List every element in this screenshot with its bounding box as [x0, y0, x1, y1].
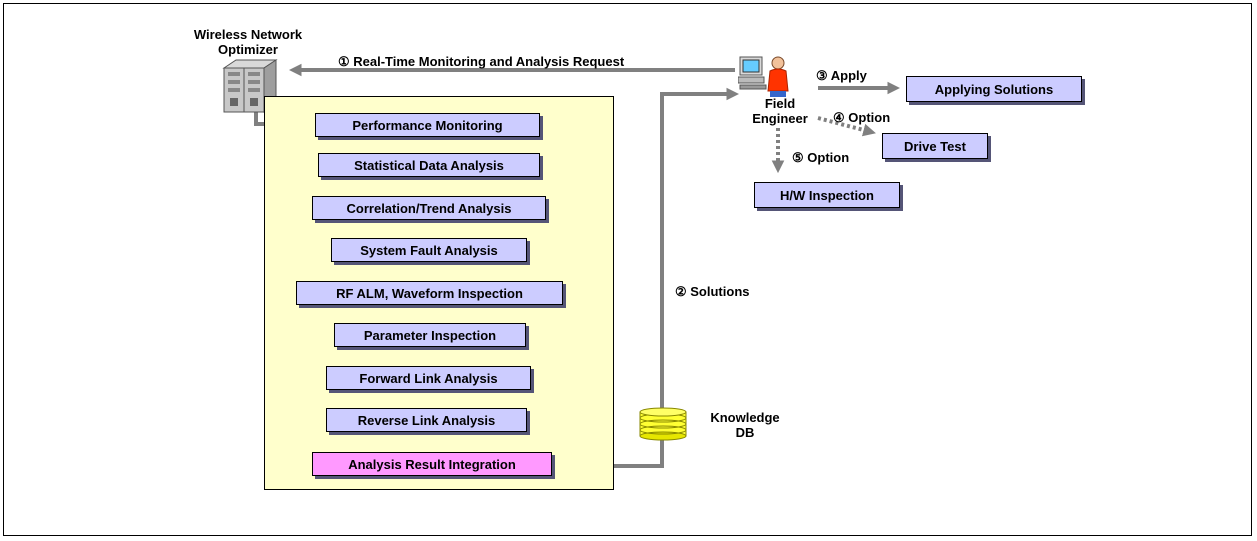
- option5-label: ⑤ Option: [792, 150, 850, 165]
- step-performance-monitoring[interactable]: Performance Monitoring: [315, 113, 540, 137]
- solutions-label: ② Solutions: [675, 284, 750, 299]
- step-analysis-result-integration[interactable]: Analysis Result Integration: [312, 452, 552, 476]
- engineer-label-line1: Field: [764, 96, 796, 111]
- knowledge-db-label-line2: DB: [735, 425, 755, 440]
- optimizer-label: Wireless Network Optimizer: [178, 27, 318, 57]
- step-reverse-link-analysis[interactable]: Reverse Link Analysis: [326, 408, 527, 432]
- apply-label: ③ Apply: [816, 68, 867, 83]
- diagram-frame: [3, 3, 1252, 536]
- applying-solutions-box[interactable]: Applying Solutions: [906, 76, 1082, 102]
- database-icon: [639, 407, 687, 441]
- optimizer-label-line1: Wireless Network: [193, 27, 303, 42]
- step-correlation-trend-analysis[interactable]: Correlation/Trend Analysis: [312, 196, 546, 220]
- request-label: ① Real-Time Monitoring and Analysis Requ…: [338, 54, 625, 69]
- drive-test-box[interactable]: Drive Test: [882, 133, 988, 159]
- engineer-computer-icon: [738, 56, 789, 97]
- step-system-fault-analysis[interactable]: System Fault Analysis: [331, 238, 527, 262]
- step-parameter-inspection[interactable]: Parameter Inspection: [334, 323, 526, 347]
- option4-label: ④ Option: [833, 110, 891, 125]
- knowledge-db-label-line1: Knowledge: [710, 410, 780, 425]
- engineer-label: Field Engineer: [742, 96, 818, 126]
- engineer-label-line2: Engineer: [752, 111, 808, 126]
- optimizer-label-line2: Optimizer: [218, 42, 278, 57]
- step-rf-alm-waveform-inspection[interactable]: RF ALM, Waveform Inspection: [296, 281, 563, 305]
- server-rack-icon: [222, 59, 278, 113]
- step-statistical-data-analysis[interactable]: Statistical Data Analysis: [318, 153, 540, 177]
- step-forward-link-analysis[interactable]: Forward Link Analysis: [326, 366, 531, 390]
- knowledge-db-label: Knowledge DB: [690, 410, 800, 440]
- hw-inspection-box[interactable]: H/W Inspection: [754, 182, 900, 208]
